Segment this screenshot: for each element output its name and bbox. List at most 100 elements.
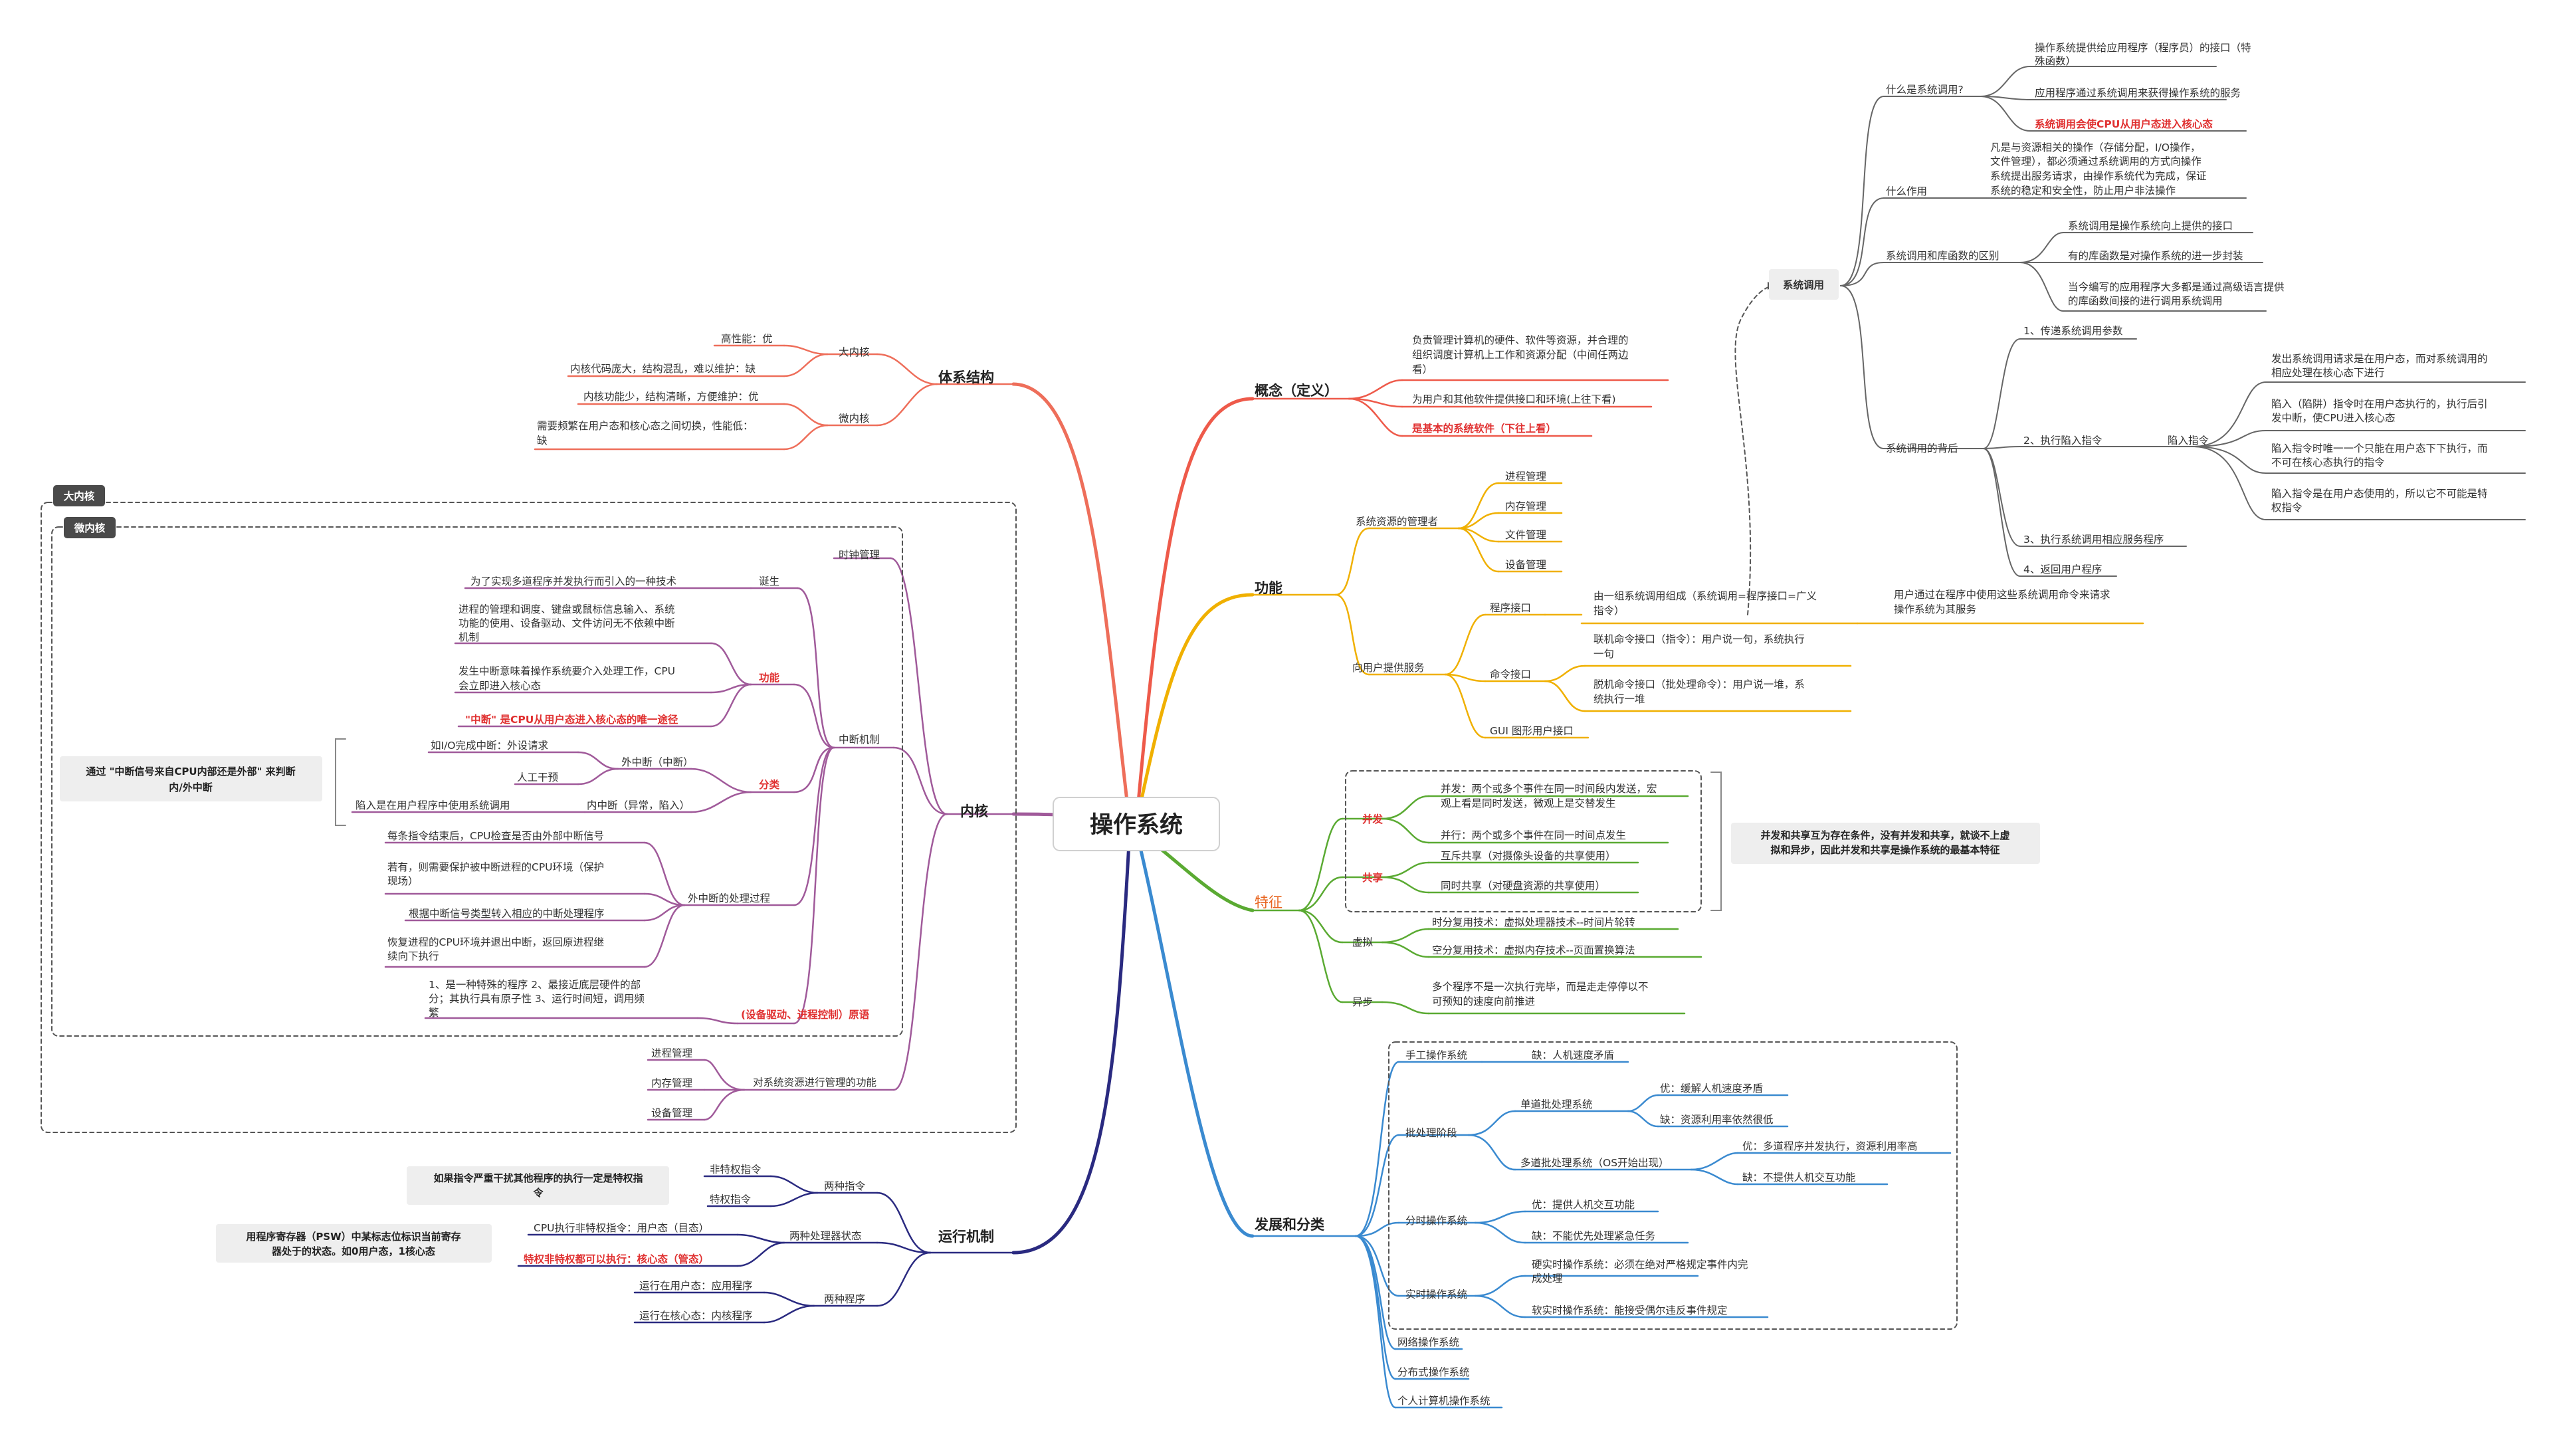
- kernel-clock[interactable]: 时钟管理: [839, 549, 880, 561]
- func-cmd-offline-line2: 统执行一堆: [1593, 693, 1645, 705]
- badge-big-kernel: [53, 485, 105, 506]
- concept-leaf1-line1: 负责管理计算机的硬件、软件等资源，并合理的: [1412, 334, 1629, 346]
- feature-sharing-leaf1: 互斥共享（对摄像头设备的共享使用）: [1441, 850, 1616, 862]
- dev-distributed-os[interactable]: 分布式操作系统: [1397, 1366, 1470, 1378]
- kernel-interrupt[interactable]: 中断机制: [839, 734, 880, 746]
- dev-multi-batch[interactable]: 多道批处理系统（OS开始出现）: [1520, 1157, 1669, 1169]
- dev-rt-hard-line1: 硬实时操作系统：必须在绝对严格规定事件内完: [1532, 1259, 1748, 1271]
- dev-multi-pro: 优：多道程序并发执行，资源利用率高: [1742, 1140, 1918, 1152]
- irq-external[interactable]: 外中断（中断）: [621, 756, 694, 768]
- kernel-mgmt-process: 进程管理: [651, 1047, 692, 1059]
- syscall-diff-leaf2: 有的库函数是对操作系统的进一步封装: [2068, 250, 2243, 262]
- syscall-step1: 1、传递系统调用参数: [2023, 325, 2123, 337]
- feature-virtual-leaf1: 时分复用技术：虚拟处理器技术--时间片轮转: [1432, 916, 1635, 928]
- syscall-trap-leaf3-line2: 不可在核心态执行的指令: [2271, 457, 2385, 468]
- dev-single-pro: 优：缓解人机速度矛盾: [1660, 1083, 1763, 1094]
- feature-concurrency-leaf1-line2: 观上看是同时发送，微观上是交替发生: [1441, 797, 1616, 809]
- syscall-use-line1: 凡是与资源相关的操作（存储分配，I/O操作，: [1990, 142, 2201, 154]
- root-node-label: 操作系统: [1090, 812, 1183, 839]
- branch-kernel[interactable]: 内核: [960, 803, 988, 819]
- dev-ts-con: 缺：不能优先处理紧急任务: [1532, 1230, 1655, 1242]
- irq-external-leaf2: 人工干预: [517, 772, 558, 783]
- irq-func-leaf2-line1: 发生中断意味着操作系统要介入处理工作，CPU: [459, 665, 675, 677]
- irq-birth[interactable]: 诞生: [759, 575, 779, 587]
- kernel-management[interactable]: 对系统资源进行管理的功能: [753, 1077, 876, 1089]
- arch-micro-kernel[interactable]: 微内核: [839, 413, 870, 425]
- arch-big-kernel[interactable]: 大内核: [839, 346, 870, 358]
- func-prog-if-extra-line1: 用户通过在程序中使用这些系统调用命令来请求: [1894, 589, 2110, 601]
- branch-function[interactable]: 功能: [1255, 580, 1282, 596]
- irq-internal[interactable]: 内中断（异常，陷入）: [587, 799, 690, 811]
- irq-process-leaf2-line2: 现场）: [387, 875, 419, 887]
- root-node[interactable]: [1053, 797, 1220, 851]
- runtime-two-instr[interactable]: 两种指令: [824, 1180, 866, 1192]
- func-cmd-online-line1: 联机命令接口（指令）：用户说一句，系统执行: [1593, 633, 1805, 645]
- syscall-trap-leaf1-line1: 发出系统调用请求是在用户态，而对系统调用的: [2271, 353, 2488, 365]
- branch-development[interactable]: 发展和分类: [1254, 1217, 1325, 1233]
- syscall-what-leaf2: 应用程序通过系统调用来获得操作系统的服务: [2035, 86, 2241, 99]
- dev-batch[interactable]: 批处理阶段: [1405, 1127, 1457, 1139]
- syscall-what[interactable]: 什么是系统调用?: [1886, 84, 1964, 96]
- dev-pc-os[interactable]: 个人计算机操作系统: [1397, 1394, 1490, 1407]
- syscall-diff-leaf3-line2: 的库函数间接的进行调用系统调用: [2068, 295, 2223, 307]
- feature-virtual[interactable]: 虚拟: [1352, 936, 1374, 948]
- dev-network-os[interactable]: 网络操作系统: [1397, 1336, 1459, 1348]
- dev-realtime[interactable]: 实时操作系统: [1405, 1289, 1467, 1300]
- feature-concurrency-leaf1-line1: 并发：两个或多个事件在同一时间段内发送，宏: [1441, 783, 1657, 795]
- dev-manual[interactable]: 手工操作系统: [1405, 1049, 1467, 1061]
- privileged-instr-note: [407, 1166, 669, 1205]
- dev-rt-hard-line2: 成处理: [1532, 1273, 1563, 1285]
- feature-async-leaf-line1: 多个程序不是一次执行完毕，而是走走停停以不: [1432, 981, 1649, 993]
- concurrency-sharing-note-line2: 拟和异步，因此并发和共享是操作系统的最基本特征: [1770, 844, 1999, 856]
- syscall-diff-leaf3-line1: 当今编写的应用程序大多都是通过高级语言提供: [2068, 280, 2285, 293]
- primitive-leaf-line3: 繁: [429, 1006, 439, 1019]
- syscall-trap[interactable]: 陷入指令: [2168, 435, 2209, 447]
- syscall-trap-leaf4-line2: 权指令: [2271, 502, 2303, 514]
- dev-ts-pro: 优：提供人机交互功能: [1532, 1199, 1635, 1211]
- func-command-interface[interactable]: 命令接口: [1490, 669, 1531, 680]
- dev-time-sharing[interactable]: 分时操作系统: [1405, 1215, 1467, 1227]
- syscall-use-line4: 系统的稳定和安全性，防止用户非法操作: [1990, 185, 2176, 197]
- syscall-behind[interactable]: 系统调用的背后: [1886, 443, 1958, 455]
- syscall-use[interactable]: 什么作用: [1886, 185, 1927, 197]
- irq-func-leaf2-line2: 会立即进入核心态: [459, 680, 541, 692]
- irq-func-leaf3: "中断" 是CPU从用户态进入核心态的唯一途径: [465, 713, 678, 726]
- feature-async[interactable]: 异步: [1352, 996, 1373, 1008]
- dev-single-con: 缺：资源利用率依然很低: [1660, 1114, 1774, 1126]
- syscall-node[interactable]: [1769, 269, 1839, 300]
- badge-micro-kernel: [64, 517, 116, 538]
- kernel-primitive[interactable]: (设备驱动、进程控制）原语: [741, 1008, 870, 1021]
- kernel-mgmt-memory: 内存管理: [651, 1077, 692, 1089]
- irq-func-leaf1-line3: 机制: [459, 631, 479, 643]
- syscall-use-line3: 系统提出服务请求，由操作系统代为完成，保证: [1990, 170, 2207, 182]
- branch-architecture[interactable]: 体系结构: [938, 369, 994, 385]
- syscall-diff[interactable]: 系统调用和库函数的区别: [1886, 250, 1999, 262]
- feature-sharing[interactable]: 共享: [1362, 871, 1383, 884]
- runtime-two-states[interactable]: 两种处理器状态: [789, 1230, 862, 1242]
- runtime-nonpriv-instr: 非特权指令: [710, 1164, 762, 1176]
- func-user-service[interactable]: 向用户提供服务: [1352, 662, 1425, 674]
- irq-process[interactable]: 外中断的处理过程: [688, 892, 770, 904]
- irq-process-leaf1: 每条指令结束后，CPU检查是否由外部中断信号: [387, 830, 604, 842]
- branch-features[interactable]: 特征: [1255, 894, 1282, 910]
- syscall-use-line2: 文件管理），都必须通过系统调用的方式向操作: [1990, 156, 2202, 167]
- feature-virtual-leaf2: 空分复用技术：虚拟内存技术--页面置换算法: [1432, 944, 1635, 956]
- func-resource-manager[interactable]: 系统资源的管理者: [1356, 516, 1438, 528]
- runtime-kernel-mode: 特权非特权都可以执行：核心态（管态）: [524, 1253, 709, 1265]
- concept-leaf1-line2: 组织调度计算机上工作和资源分配（中间任两边: [1412, 348, 1629, 361]
- branch-runtime[interactable]: 运行机制: [938, 1229, 994, 1245]
- psw-note-line1: 用程序寄存器（PSW）中某标志位标识当前寄存: [246, 1231, 461, 1243]
- psw-note: [216, 1224, 492, 1263]
- kernel-mgmt-device: 设备管理: [651, 1107, 692, 1119]
- feature-concurrency[interactable]: 并发: [1362, 813, 1384, 825]
- func-gui-interface[interactable]: GUI 图形用户接口: [1490, 725, 1574, 737]
- func-prog-if-extra-line2: 操作系统为其服务: [1894, 603, 1976, 615]
- irq-function[interactable]: 功能: [759, 671, 780, 684]
- irq-classification[interactable]: 分类: [759, 778, 780, 791]
- branch-concept[interactable]: 概念（定义）: [1255, 383, 1338, 399]
- func-program-interface[interactable]: 程序接口: [1490, 602, 1531, 614]
- syscall-what-leaf3: 系统调用会使CPU从用户态进入核心态: [2035, 118, 2213, 130]
- dev-single-batch[interactable]: 单道批处理系统: [1520, 1098, 1593, 1110]
- runtime-two-programs[interactable]: 两种程序: [824, 1293, 865, 1305]
- func-cmd-offline-line1: 脱机命令接口（批处理命令）：用户说一堆，系: [1593, 678, 1805, 690]
